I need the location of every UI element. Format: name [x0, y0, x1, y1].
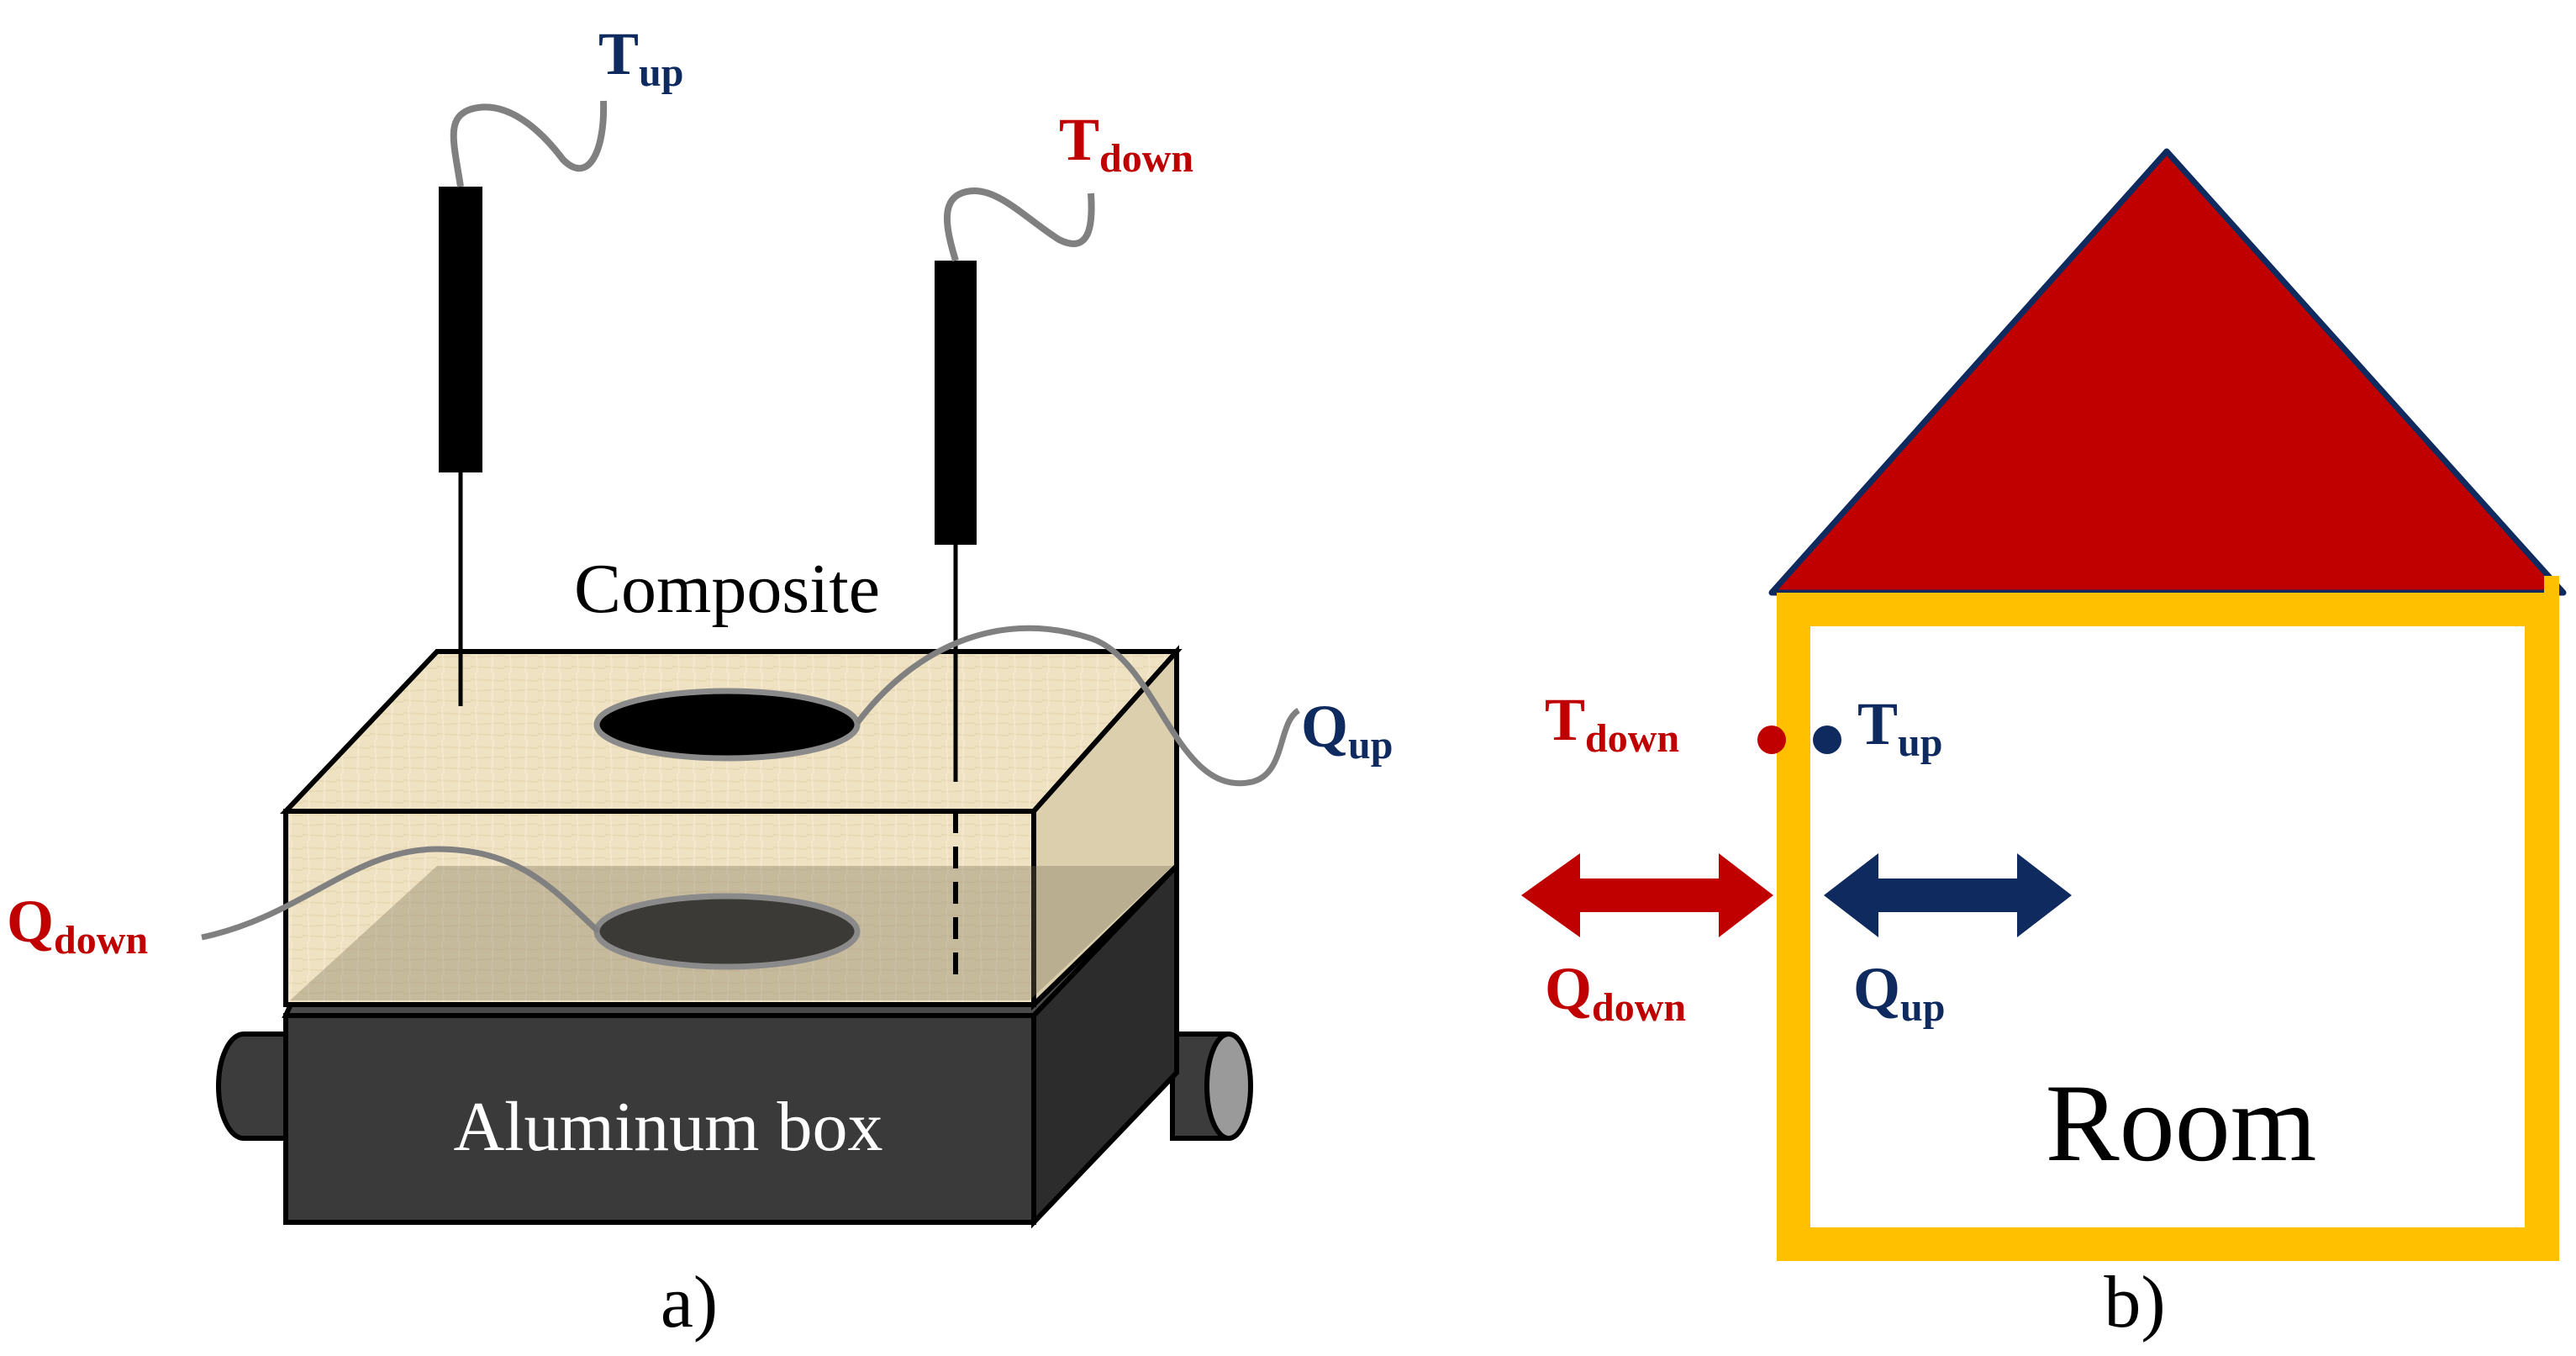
caption-a: a) [661, 1262, 718, 1343]
box-label: Aluminum box [453, 1088, 882, 1166]
t-up-label-a: Tup [598, 20, 683, 95]
q-down-wire [201, 846, 601, 941]
left-pipe [216, 1032, 288, 1141]
panel-a: Aluminum box Tup Tdown [7, 20, 1393, 1343]
box-side-face [1031, 859, 1179, 1229]
composite-label: Composite [574, 550, 880, 628]
t-down-wire [943, 187, 1095, 262]
bottom-heat-flux-hole [593, 893, 861, 970]
box-front-face [283, 1013, 1036, 1225]
house-wall [1777, 593, 2558, 1261]
panel-b: Room Tdown Tup Qdown Qup b) [1521, 148, 2567, 1343]
t-down-label-a: Tdown [1059, 106, 1193, 181]
composite-slab [280, 645, 1183, 1011]
q-down-label-b: Qdown [1545, 955, 1686, 1030]
q-up-arrow [1824, 853, 2072, 937]
t-up-probe: Tup [439, 20, 683, 706]
q-up-label-b: Qup [1853, 955, 1945, 1030]
caption-b: b) [2104, 1262, 2165, 1343]
t-up-wire [450, 100, 608, 187]
top-heat-flux-hole [593, 688, 861, 762]
q-up-label-a: Qup [1301, 693, 1393, 768]
q-down-arrow [1521, 853, 1773, 937]
right-pipe-opening [1204, 1032, 1253, 1141]
t-up-label-b: Tup [1857, 690, 1942, 765]
t-down-label-b: Tdown [1545, 686, 1679, 761]
t-up-point [1813, 725, 1841, 754]
q-up-wire [855, 625, 1301, 787]
q-down-label-a: Qdown [7, 888, 148, 963]
t-down-point [1757, 725, 1786, 754]
house-roof [1768, 148, 2567, 596]
room-label: Room [2046, 1061, 2317, 1185]
t-down-probe: Tdown [935, 106, 1193, 975]
